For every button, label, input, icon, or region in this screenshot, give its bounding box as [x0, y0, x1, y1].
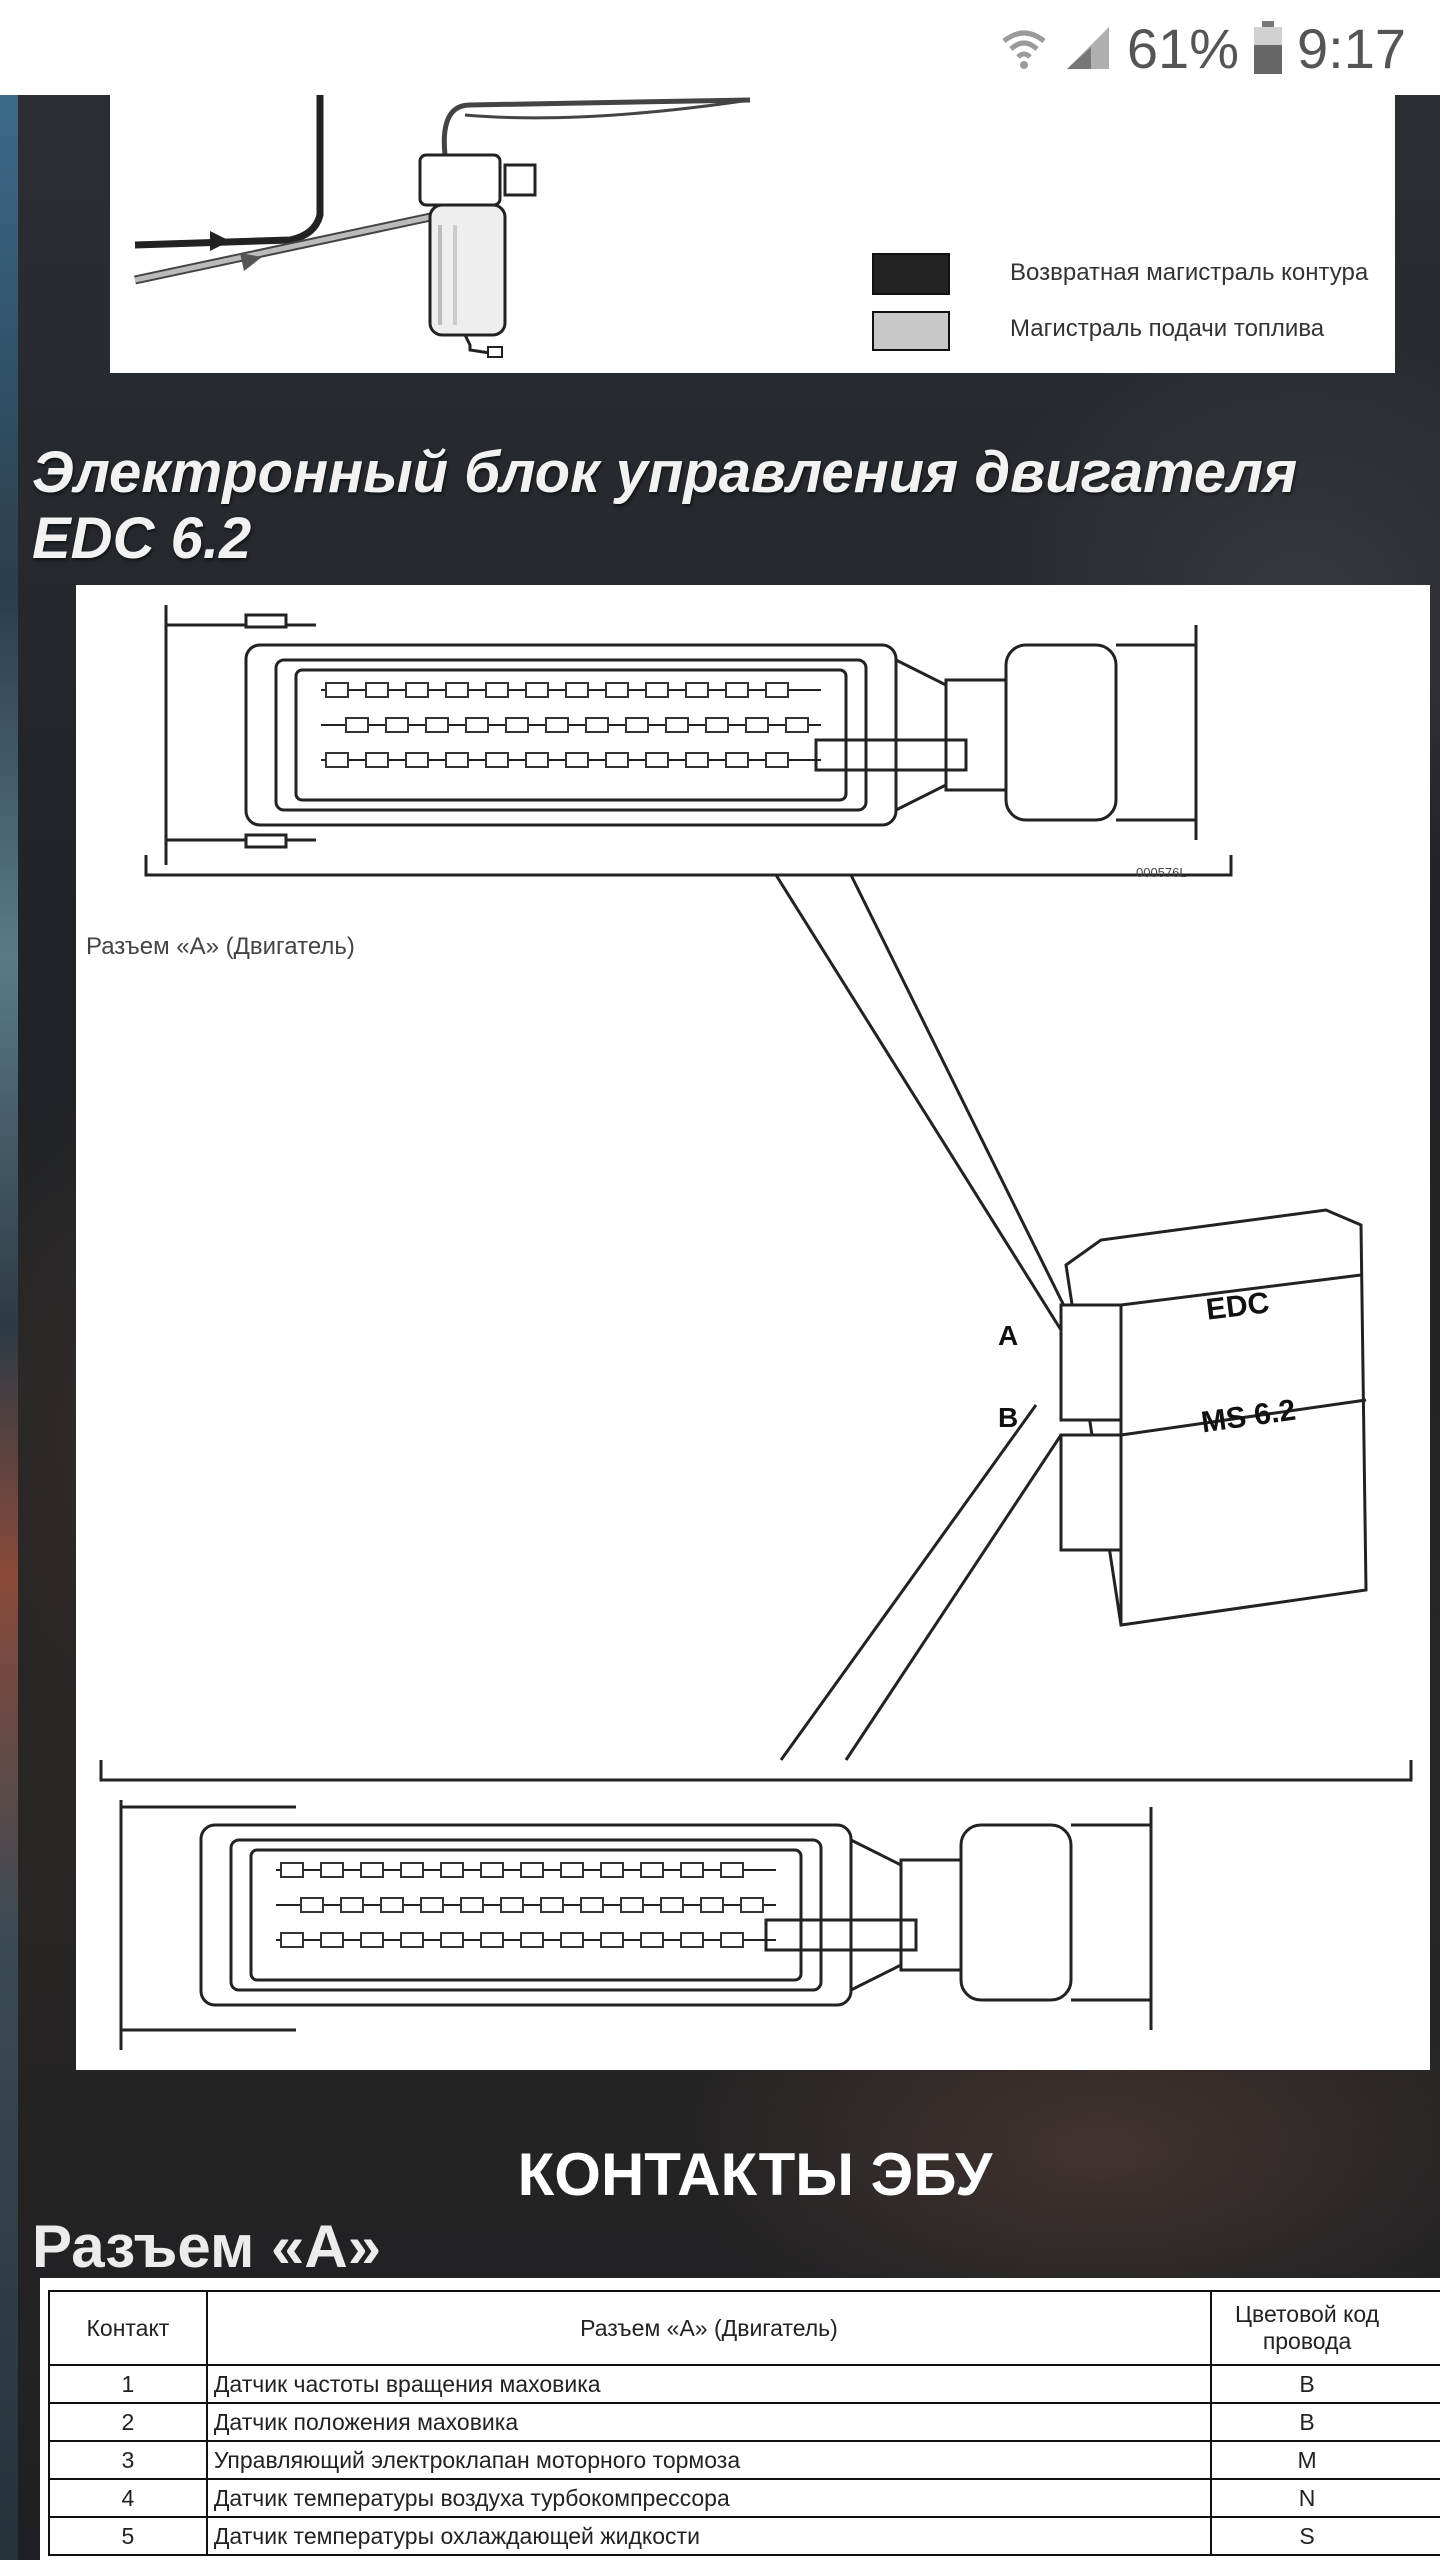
pin-table: Контакт Разъем «А» (Двигатель) Цветовой …	[48, 2290, 1440, 2556]
table-row: 1 Датчик частоты вращения маховика B	[48, 2364, 1440, 2404]
status-time: 9:17	[1297, 16, 1406, 80]
wire-code: M	[1210, 2440, 1440, 2480]
legend-swatch-return	[872, 253, 950, 295]
header-connector: Разъем «А» (Двигатель)	[205, 2290, 1213, 2366]
drawing-code: 000576L	[1136, 865, 1187, 880]
contacts-heading: КОНТАКТЫ ЭБУ	[517, 2141, 993, 2208]
signal-icon	[1063, 23, 1113, 73]
battery-percent: 61%	[1126, 16, 1239, 80]
pin-description: Управляющий электроклапан моторного торм…	[205, 2440, 1213, 2480]
table-row: 5 Датчик температуры охлаждающей жидкост…	[48, 2516, 1440, 2556]
port-label-b: B	[998, 1402, 1019, 1433]
pin-number: 5	[48, 2516, 208, 2556]
ecu-diagram-panel: Разъем «А» (Двигатель) 000576L EDC MS 6.…	[76, 585, 1430, 2070]
fuel-filter-drawing	[134, 95, 751, 358]
connector-heading: Разъем «А»	[32, 2213, 382, 2280]
ecu-connector-drawing	[99, 605, 1413, 2050]
table-row: 4 Датчик температуры воздуха турбокомпре…	[48, 2478, 1440, 2518]
pin-description: Датчик положения маховика	[205, 2402, 1213, 2442]
wire-code: N	[1210, 2478, 1440, 2518]
wire-code: B	[1210, 2364, 1440, 2404]
status-icons: 61% 9:17	[999, 14, 1406, 82]
section-title: Электронный блок управления двигателя ED…	[32, 440, 1298, 571]
legend-label-return: Возвратная магистраль контура	[1010, 259, 1369, 286]
table-row: 3 Управляющий электроклапан моторного то…	[48, 2440, 1440, 2480]
legend-swatch-supply	[872, 311, 950, 351]
legend-label-supply: Магистраль подачи топлива	[1010, 315, 1325, 342]
pin-number: 1	[48, 2364, 208, 2404]
background-edge-strip	[0, 95, 18, 2560]
table-row: 2 Датчик положения маховика B	[48, 2402, 1440, 2442]
wire-code: S	[1210, 2516, 1440, 2556]
pin-description: Датчик частоты вращения маховика	[205, 2364, 1213, 2404]
pin-number: 3	[48, 2440, 208, 2480]
pin-table-panel: Контакт Разъем «А» (Двигатель) Цветовой …	[40, 2278, 1440, 2560]
wifi-icon	[999, 23, 1049, 73]
header-contact: Контакт	[48, 2290, 208, 2366]
pin-description: Датчик температуры воздуха турбокомпресс…	[205, 2478, 1213, 2518]
wire-code: B	[1210, 2402, 1440, 2442]
connector-caption: Разъем «А» (Двигатель)	[86, 933, 355, 960]
status-bar: 61% 9:17	[0, 0, 1440, 95]
pin-number: 2	[48, 2402, 208, 2442]
port-label-a: A	[998, 1320, 1019, 1351]
battery-icon	[1253, 21, 1283, 75]
pin-number: 4	[48, 2478, 208, 2518]
header-wire-code: Цветовой код провода	[1210, 2290, 1440, 2366]
pin-table-header: Контакт Разъем «А» (Двигатель) Цветовой …	[48, 2290, 1440, 2366]
fuel-diagram-panel: Возвратная магистраль контура Магистраль…	[110, 95, 1395, 373]
pin-description: Датчик температуры охлаждающей жидкости	[205, 2516, 1213, 2556]
